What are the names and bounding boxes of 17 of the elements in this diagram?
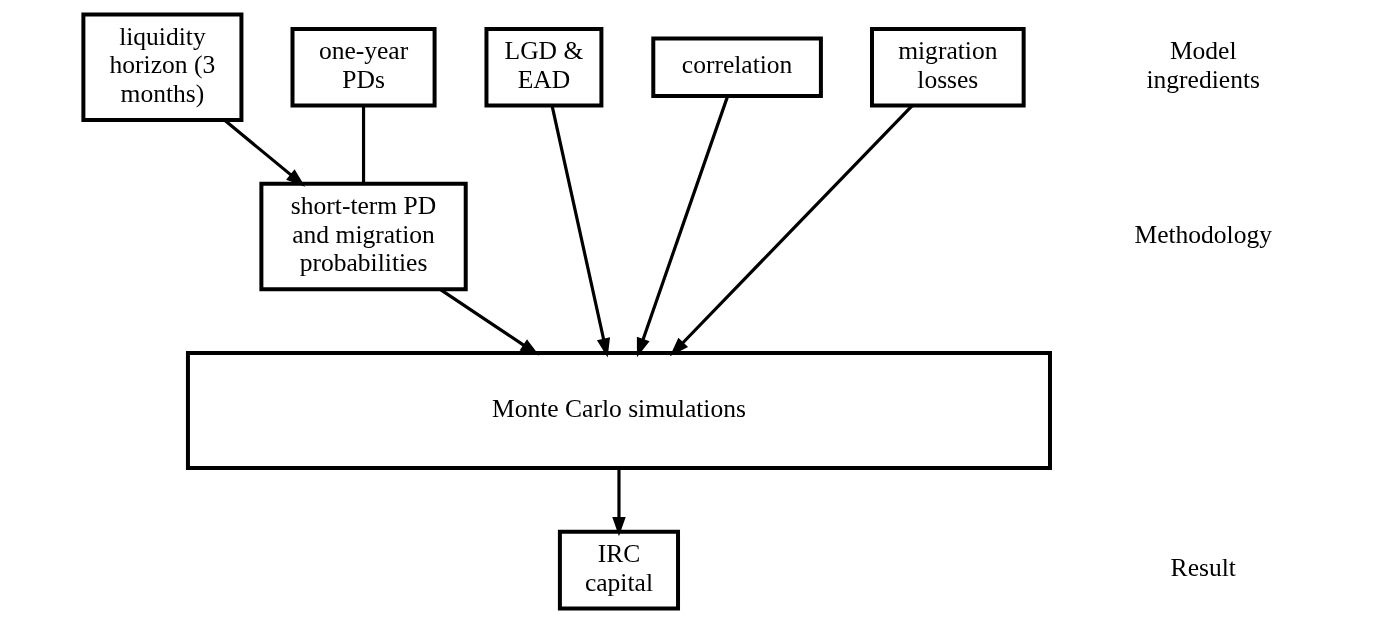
label: Methodology <box>1134 219 1273 249</box>
node-box: correlation <box>651 36 823 98</box>
arrow <box>612 468 626 537</box>
label: Result <box>1170 553 1236 583</box>
node-box: Monte Carlo simulations <box>185 351 1052 470</box>
node-box: IRC capital <box>557 529 681 611</box>
node-box: one-year PDs <box>290 26 437 108</box>
label: Model ingredients <box>1146 35 1260 94</box>
arrow <box>636 95 730 358</box>
node-box: liquidity horizon (3 months) <box>81 12 244 122</box>
node-box: LGD & EAD <box>484 26 604 108</box>
node-box: migration losses <box>870 26 1026 108</box>
arrow <box>550 105 611 358</box>
arrow <box>669 104 914 357</box>
node-box: short-term PD and migration probabilities <box>259 181 468 292</box>
connector <box>361 105 366 184</box>
arrow <box>439 288 540 356</box>
